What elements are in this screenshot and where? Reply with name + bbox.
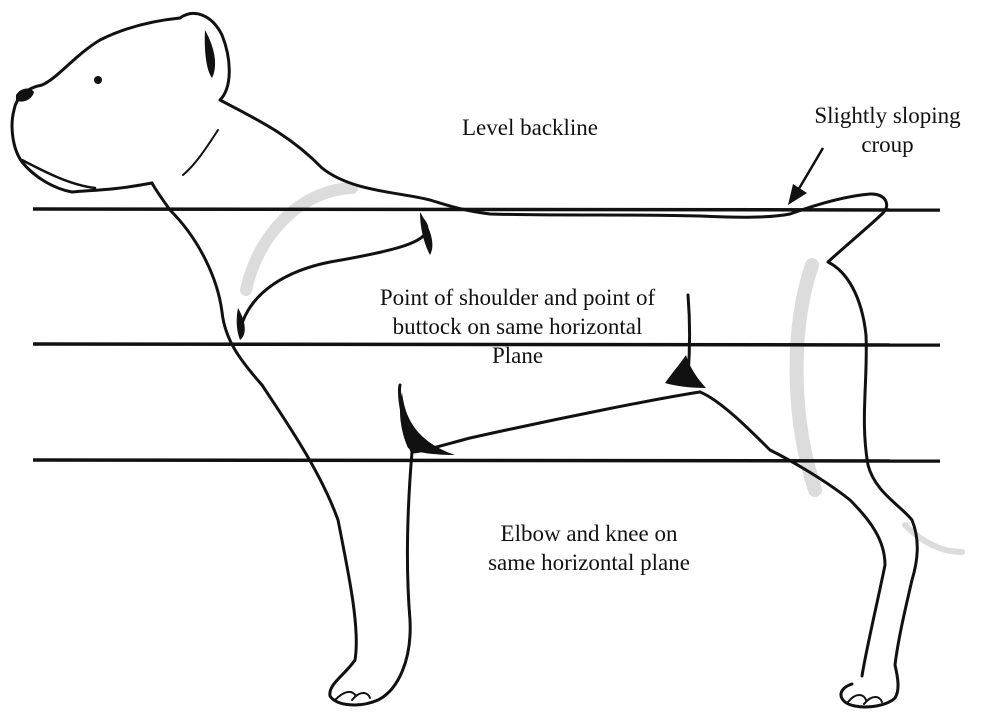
front-toes	[335, 692, 370, 700]
rear-leg-inner	[700, 392, 885, 676]
eye-icon	[94, 76, 102, 84]
nose	[16, 88, 34, 101]
rear-shading	[797, 265, 815, 490]
ear-shadow	[205, 30, 215, 78]
elbow-label-line2: same horizontal plane	[454, 548, 724, 577]
neck-wrinkle	[183, 130, 218, 175]
shoulder-shading	[246, 188, 352, 290]
shading-strokes	[246, 188, 962, 552]
shoulder-buttock-label: Point of shoulder and point of buttock o…	[340, 283, 695, 370]
elbow-label-line1: Elbow and knee on	[454, 519, 724, 548]
shoulder-accent	[237, 308, 245, 340]
croup-label-line1: Slightly sloping	[790, 101, 985, 130]
level-backline-text: Level backline	[462, 115, 598, 140]
rear-toes	[848, 695, 882, 704]
elbow-knee-reference	[33, 460, 940, 461]
elbow-knee-label: Elbow and knee on same horizontal plane	[454, 519, 724, 577]
level-backline-label: Level backline	[462, 113, 598, 142]
backline-reference	[33, 209, 940, 210]
shoulder-label-line1: Point of shoulder and point of	[340, 283, 695, 312]
chest-accent	[420, 212, 432, 255]
croup-label-line2: croup	[790, 130, 985, 159]
shoulder-label-line2: buttock on same horizontal	[340, 312, 695, 341]
croup-label: Slightly sloping croup	[790, 101, 985, 159]
dark-accents	[16, 30, 706, 455]
shoulder-label-line3: Plane	[340, 341, 695, 370]
